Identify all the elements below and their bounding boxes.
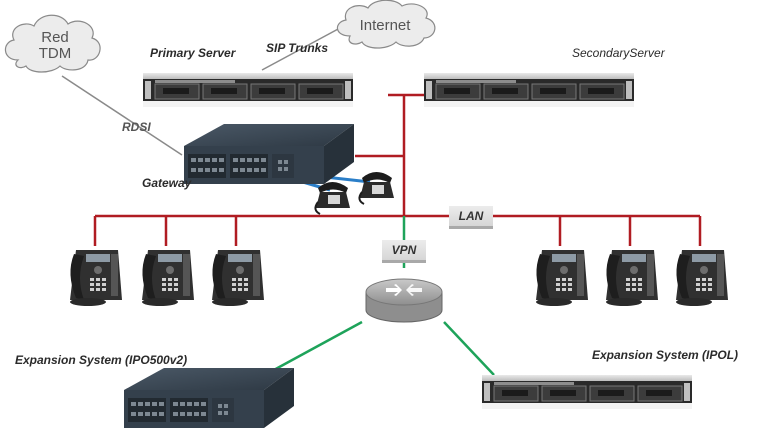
cloud-red-tdm-label: Red TDM <box>30 30 80 62</box>
vpn-to-ipo500v2 <box>271 320 363 373</box>
analog-phone-1 <box>314 181 351 215</box>
red-tdm-line1: Red <box>41 29 69 46</box>
secondary-server <box>423 72 635 108</box>
lan-lines <box>93 93 702 246</box>
desk-phone-1 <box>70 250 122 306</box>
tdm-to-gateway-line <box>61 75 183 156</box>
expansion-ipol-label: Expansion System (IPOL) <box>592 348 739 362</box>
desk-phone-4 <box>536 250 588 306</box>
desk-phone-5 <box>606 250 658 306</box>
expansion-ipo500v2-label: Expansion System (IPO500v2) <box>15 353 188 367</box>
ipo500v2-device <box>124 368 294 428</box>
analog-phone-2 <box>358 171 395 205</box>
gateway-label: Gateway <box>142 176 192 190</box>
primary-server <box>142 72 354 108</box>
gateway-device <box>184 124 354 184</box>
cloud-red-tdm <box>4 14 101 73</box>
secondary-server-label: SecondaryServer <box>572 46 665 60</box>
sip-trunks-label: SIP Trunks <box>266 41 329 55</box>
expansion-ipol-server <box>481 374 693 410</box>
router-arrows-icon <box>386 284 422 296</box>
desk-phone-6 <box>676 250 728 306</box>
primary-server-label: Primary Server <box>150 46 236 60</box>
lan-tag: LAN <box>449 206 493 226</box>
red-tdm-line2: TDM <box>38 45 72 62</box>
vpn-to-ipol <box>443 321 495 376</box>
vpn-router <box>365 278 443 323</box>
desk-phone-3 <box>212 250 264 306</box>
cloud-internet <box>336 0 436 49</box>
cloud-internet-label: Internet <box>359 17 411 34</box>
desk-phone-2 <box>142 250 194 306</box>
internet-to-server-line <box>261 27 341 71</box>
rdsi-label: RDSI <box>122 120 151 134</box>
vpn-tag: VPN <box>382 240 426 260</box>
